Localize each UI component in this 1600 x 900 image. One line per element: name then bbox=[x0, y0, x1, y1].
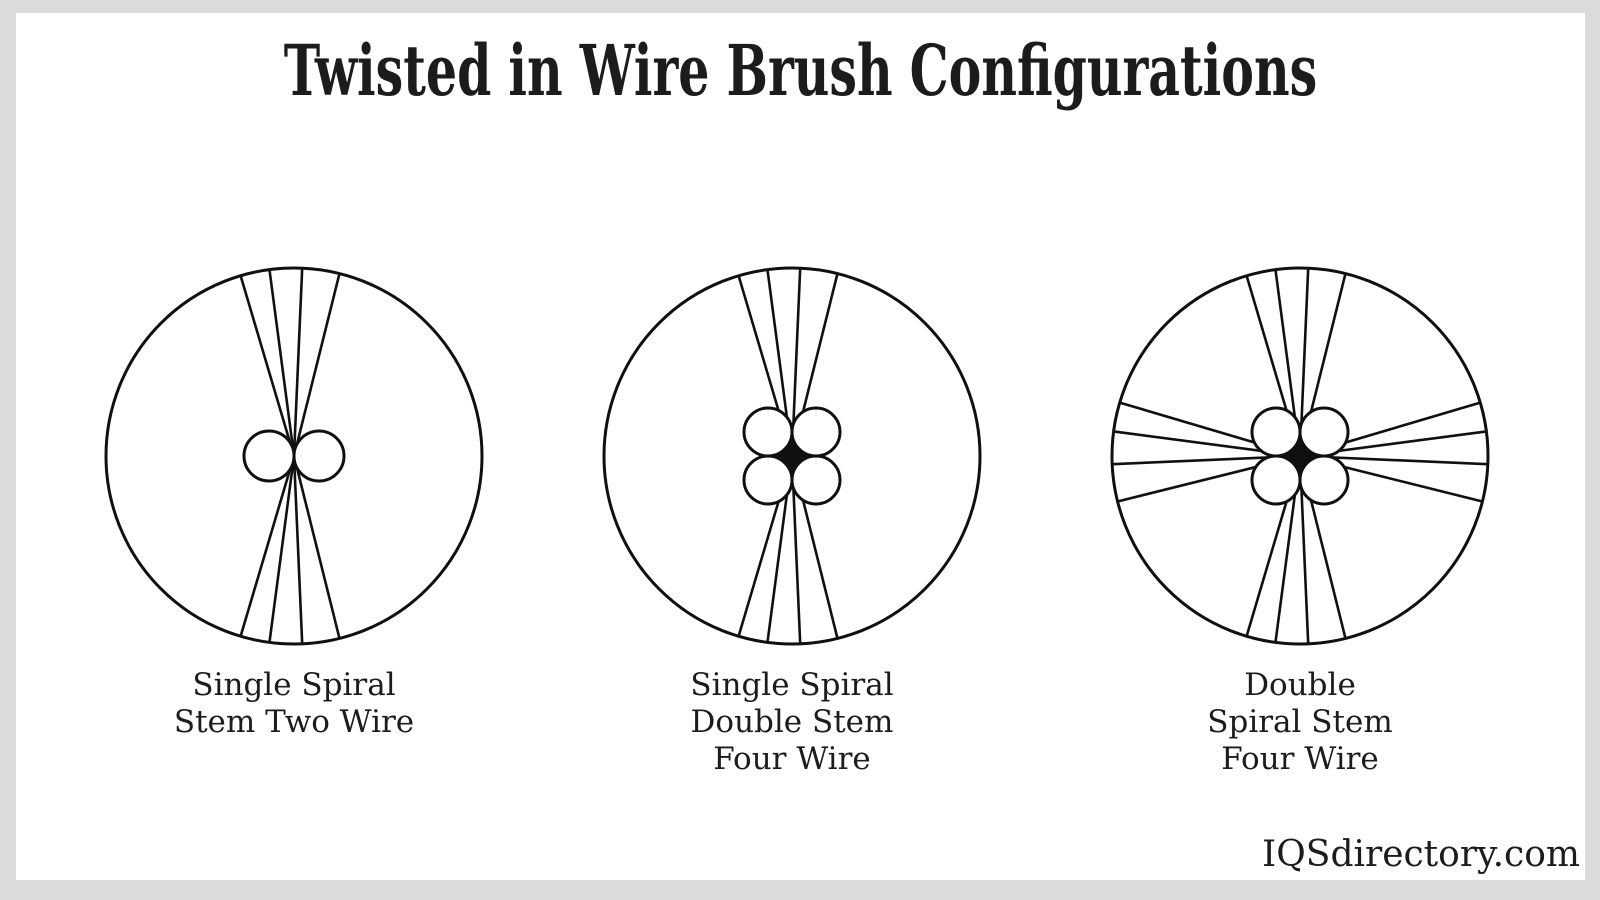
stem-wire-circle bbox=[1250, 454, 1302, 506]
diagram-caption-line: Four Wire bbox=[1221, 741, 1379, 777]
diagram-caption-line: Four Wire bbox=[713, 741, 871, 777]
wire-fan-line-up bbox=[268, 269, 296, 457]
outer-circle bbox=[602, 266, 982, 646]
stem-wire-circle bbox=[742, 406, 794, 458]
outer-circle bbox=[104, 266, 484, 646]
stem-wire-circle bbox=[242, 429, 296, 483]
brush-cross-section-svg bbox=[1110, 266, 1490, 646]
wire-fan-line-down bbox=[292, 455, 341, 639]
stem-wire-circle bbox=[292, 429, 346, 483]
stem-wire-circle bbox=[742, 454, 794, 506]
stem-wire-circle bbox=[1298, 406, 1350, 458]
wire-fan-line-up bbox=[292, 268, 304, 457]
stem-wire-circle bbox=[790, 454, 842, 506]
wire-fan-line-up bbox=[292, 273, 341, 457]
content-card: Twisted in Wire Brush Configurations Sin… bbox=[16, 13, 1585, 880]
diagram-caption-line: Single Spiral bbox=[690, 667, 894, 703]
diagram-caption-line: Spiral Stem bbox=[1207, 704, 1393, 740]
page-title: Twisted in Wire Brush Configurations bbox=[283, 29, 1318, 112]
wire-fan-line-down bbox=[239, 455, 296, 637]
brush-cross-section-svg bbox=[104, 266, 484, 646]
stem-wire-circle bbox=[790, 406, 842, 458]
wire-fan-line-down bbox=[268, 455, 296, 643]
diagram-caption-line: Single Spiral bbox=[192, 667, 396, 703]
watermark-text: IQSdirectory.com bbox=[1262, 833, 1580, 875]
wire-fan-line-up bbox=[239, 275, 296, 457]
stem-wire-circle bbox=[1250, 406, 1302, 458]
stem-wire-circle bbox=[1298, 454, 1350, 506]
wire-fan-line-down bbox=[292, 455, 304, 644]
diagram-caption-line: Stem Two Wire bbox=[173, 704, 415, 740]
brush-cross-section-svg bbox=[602, 266, 982, 646]
outer-circle bbox=[1110, 266, 1490, 646]
diagram-caption-line: Double bbox=[1244, 667, 1356, 703]
diagram-caption-line: Double Stem bbox=[690, 704, 894, 740]
